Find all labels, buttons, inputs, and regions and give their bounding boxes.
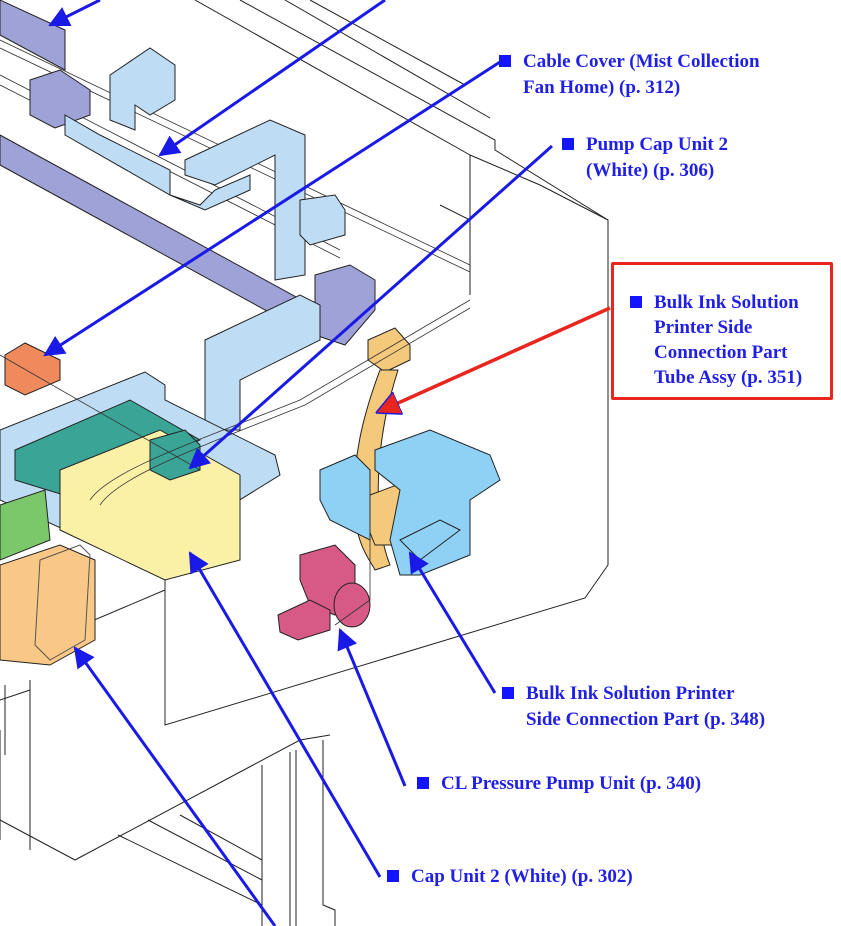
bullet-icon <box>417 777 429 789</box>
leader-cap-unit-2 <box>188 551 382 878</box>
cable-cover-upper <box>64 47 346 431</box>
bullet-icon <box>499 55 511 67</box>
bullet-icon <box>502 687 514 699</box>
leader-tube-assy-highlight <box>378 306 611 412</box>
label-pump-cap-unit-2[interactable]: Pump Cap Unit 2 (White) (p. 306) <box>562 132 728 184</box>
leader-cap-unit-left <box>73 646 277 926</box>
leader-top-left-1 <box>48 0 101 27</box>
bulk-ink-connection-part <box>319 429 501 576</box>
leader-cl-pump <box>337 628 407 787</box>
cl-pressure-pump <box>277 544 371 641</box>
printer-body-outline <box>0 0 609 926</box>
label-bulk-ink-tube-assy[interactable]: Bulk Ink Solution Printer Side Connectio… <box>630 290 802 390</box>
cap-unit-frame <box>0 371 281 666</box>
leader-cable-cover <box>43 60 501 357</box>
label-cap-unit-2[interactable]: Cap Unit 2 (White) (p. 302) <box>387 864 633 890</box>
label-cable-cover[interactable]: Cable Cover (Mist Collection Fan Home) (… <box>499 49 760 101</box>
leader-lines <box>43 0 553 926</box>
label-bulk-ink-connection-part[interactable]: Bulk Ink Solution Printer Side Connectio… <box>502 681 765 733</box>
bullet-icon <box>387 870 399 882</box>
bullet-icon <box>562 138 574 150</box>
purple-rail <box>0 0 376 346</box>
cable-routes <box>0 299 471 720</box>
highlight-box <box>611 262 833 400</box>
bullet-icon <box>630 296 642 308</box>
leader-top-left-2 <box>158 0 386 157</box>
label-cl-pressure-pump[interactable]: CL Pressure Pump Unit (p. 340) <box>417 771 701 797</box>
leader-bulk-ink-connection <box>408 551 497 694</box>
leader-pump-cap <box>188 144 553 470</box>
